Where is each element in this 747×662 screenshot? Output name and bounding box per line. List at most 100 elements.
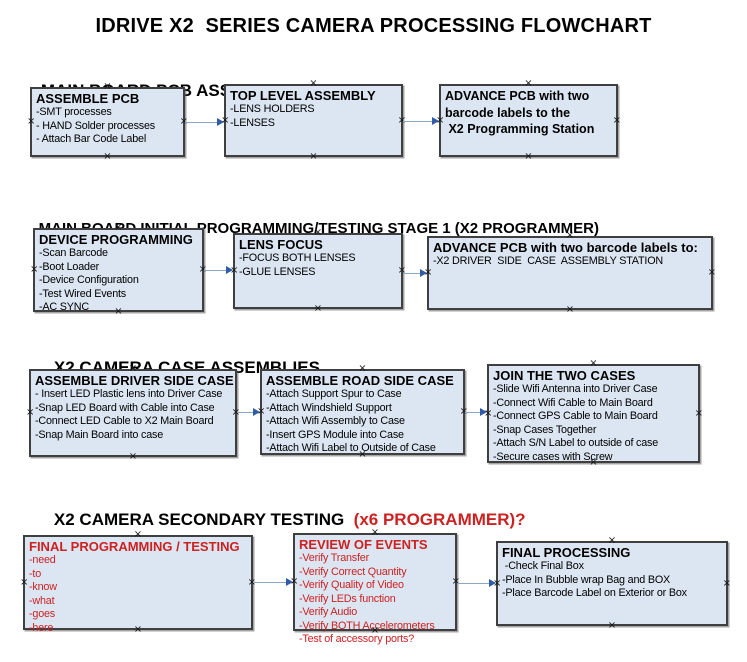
flow-arrow [185, 118, 224, 127]
flow-arrow [204, 266, 233, 275]
arrow-line [185, 121, 219, 124]
arrow-line [253, 581, 288, 584]
box-title: TOP LEVEL ASSEMBLY [230, 88, 376, 103]
flow-arrow [403, 269, 427, 278]
connection-point-icon: × [20, 576, 29, 588]
box-text-line: ADVANCE PCB with two [445, 89, 590, 103]
arrow-head-icon [253, 408, 260, 416]
box-item: -need [29, 554, 56, 566]
connection-point-icon: × [309, 151, 318, 162]
connection-point-icon: × [26, 407, 35, 418]
flow-arrow [457, 579, 496, 588]
box-title: LENS FOCUS [239, 237, 323, 252]
connection-point-icon: × [694, 407, 703, 419]
box-assemble-driver-side-case: ASSEMBLE DRIVER SIDE CASE - Insert LED P… [26, 364, 240, 462]
connection-point-icon: × [612, 114, 621, 126]
box-item: -Connect Wifi Cable to Main Board [493, 396, 653, 409]
box-item: -Scan Barcode [39, 247, 108, 259]
section-header-red-text: (x6 PROGRAMMER)? [348, 510, 526, 529]
box-item: -Snap Main Board into case [35, 428, 164, 441]
box-item: -what [29, 594, 55, 607]
box-title: ADVANCE PCB with two barcode labels to: [433, 240, 698, 255]
box-item: -Connect GPS Cable to Main Board [493, 410, 658, 422]
box-item: - Insert LED Plastic lens into Driver Ca… [35, 388, 223, 400]
box-item: -Secure cases with Screw [493, 450, 613, 463]
section-header-secondary-testing: X2 CAMERA SECONDARY TESTING (x6 PROGRAMM… [35, 490, 526, 550]
box-title: FINAL PROCESSING [502, 545, 631, 560]
arrow-head-icon [217, 118, 224, 126]
box-advance-pcb-programming-station: ADVANCE PCB with two barcode labels to t… [436, 79, 621, 162]
box-item: -Boot Loader [39, 260, 100, 273]
box-item: -Verify Audio [299, 606, 358, 618]
arrow-head-icon [420, 269, 427, 277]
connection-point-icon: × [722, 577, 731, 589]
box-item: -Verify LEDs function [299, 592, 396, 605]
box-item: -Place In Bubble wrap Bag and BOX [502, 573, 671, 586]
box-title: ASSEMBLE ROAD SIDE CASE [266, 373, 454, 388]
box-item: -Verify Correct Quantity [299, 565, 407, 578]
box-item: -Snap Cases Together [493, 423, 597, 436]
arrow-line [204, 269, 228, 272]
box-item: -FOCUS BOTH LENSES [239, 252, 356, 264]
box-item: -LENS HOLDERS [230, 103, 315, 115]
flow-arrow [237, 408, 260, 417]
box-item: -Verify Quality of Video [299, 579, 404, 591]
box-text-line: X2 Programming Station [445, 122, 595, 136]
box-assemble-pcb: ASSEMBLE PCB -SMT processes - HAND Solde… [27, 82, 188, 162]
box-item: -Test of accessory ports? [299, 633, 415, 645]
arrow-head-icon [432, 117, 439, 125]
connection-point-icon: × [565, 304, 575, 315]
arrow-head-icon [226, 266, 233, 274]
arrow-head-icon [286, 578, 293, 586]
box-join-the-two-cases: JOIN THE TWO CASES -Slide Wifi Antenna i… [484, 359, 703, 468]
box-item: -Test Wired Events [39, 287, 126, 300]
section-header-text: X2 CAMERA SECONDARY TESTING [53, 510, 349, 529]
box-assemble-road-side-case: ASSEMBLE ROAD SIDE CASE -Attach Support … [257, 364, 468, 460]
box-item: -Attach Support Spur to Case [266, 388, 402, 400]
arrow-line [403, 272, 422, 275]
box-item: -Attach S/N Label to outside of case [493, 437, 659, 449]
box-item: -know [29, 581, 57, 593]
box-item: -Check Final Box [502, 560, 584, 572]
box-title: ASSEMBLE DRIVER SIDE CASE [35, 373, 234, 388]
box-item: -Slide Wifi Antenna into Driver Case [493, 383, 658, 395]
flowchart-title: IDRIVE X2 SERIES CAMERA PROCESSING FLOWC… [95, 15, 652, 37]
box-final-programming-testing: FINAL PROGRAMMING / TESTING -need -to -k… [20, 530, 256, 635]
box-device-programming: DEVICE PROGRAMMING -Scan Barcode -Boot L… [30, 223, 207, 317]
flow-arrow [465, 408, 487, 417]
arrow-head-icon [489, 579, 496, 587]
box-title: DEVICE PROGRAMMING [39, 232, 193, 247]
box-item: -Place Barcode Label on Exterior or Box [502, 587, 687, 599]
connection-point-icon: × [128, 451, 138, 462]
box-title: REVIEW OF EVENTS [299, 537, 428, 552]
box-item: -Attach Windshield Support [266, 401, 392, 414]
box-text-line: barcode labels to the [445, 105, 571, 120]
arrow-head-icon [480, 408, 487, 416]
box-lens-focus: LENS FOCUS -FOCUS BOTH LENSES -GLUE LENS… [230, 228, 406, 314]
box-item: -AC SYNC [39, 301, 89, 313]
box-item: -Attach Wifi Label to Outside of Case [266, 442, 436, 454]
connection-point-icon: × [607, 620, 617, 631]
box-title: FINAL PROGRAMMING / TESTING [29, 539, 240, 554]
arrow-line [465, 411, 482, 414]
box-item: -Attach Wifi Assembly to Case [266, 415, 405, 427]
box-item: -goes [29, 608, 56, 620]
box-item: -Device Configuration [39, 274, 139, 286]
arrow-line [457, 582, 491, 585]
arrow-line [403, 120, 434, 123]
box-item: -Verify Transfer [299, 552, 370, 564]
connection-point-icon: × [589, 358, 598, 369]
box-title: ASSEMBLE PCB [36, 91, 140, 106]
connection-point-icon: × [524, 151, 533, 162]
box-item: -Verify BOTH Accelerometers [299, 619, 435, 632]
box-item: -Connect LED Cable to X2 Main Board [35, 415, 214, 427]
connection-point-icon: × [103, 151, 112, 162]
box-item: -here [29, 621, 54, 634]
connection-point-icon: × [524, 78, 533, 89]
connection-point-icon: × [358, 363, 367, 374]
connection-point-icon: × [30, 264, 39, 275]
box-title: JOIN THE TWO CASES [493, 368, 636, 383]
arrow-line [237, 411, 255, 414]
box-final-processing: FINAL PROCESSING -Check Final Box -Place… [493, 536, 731, 631]
